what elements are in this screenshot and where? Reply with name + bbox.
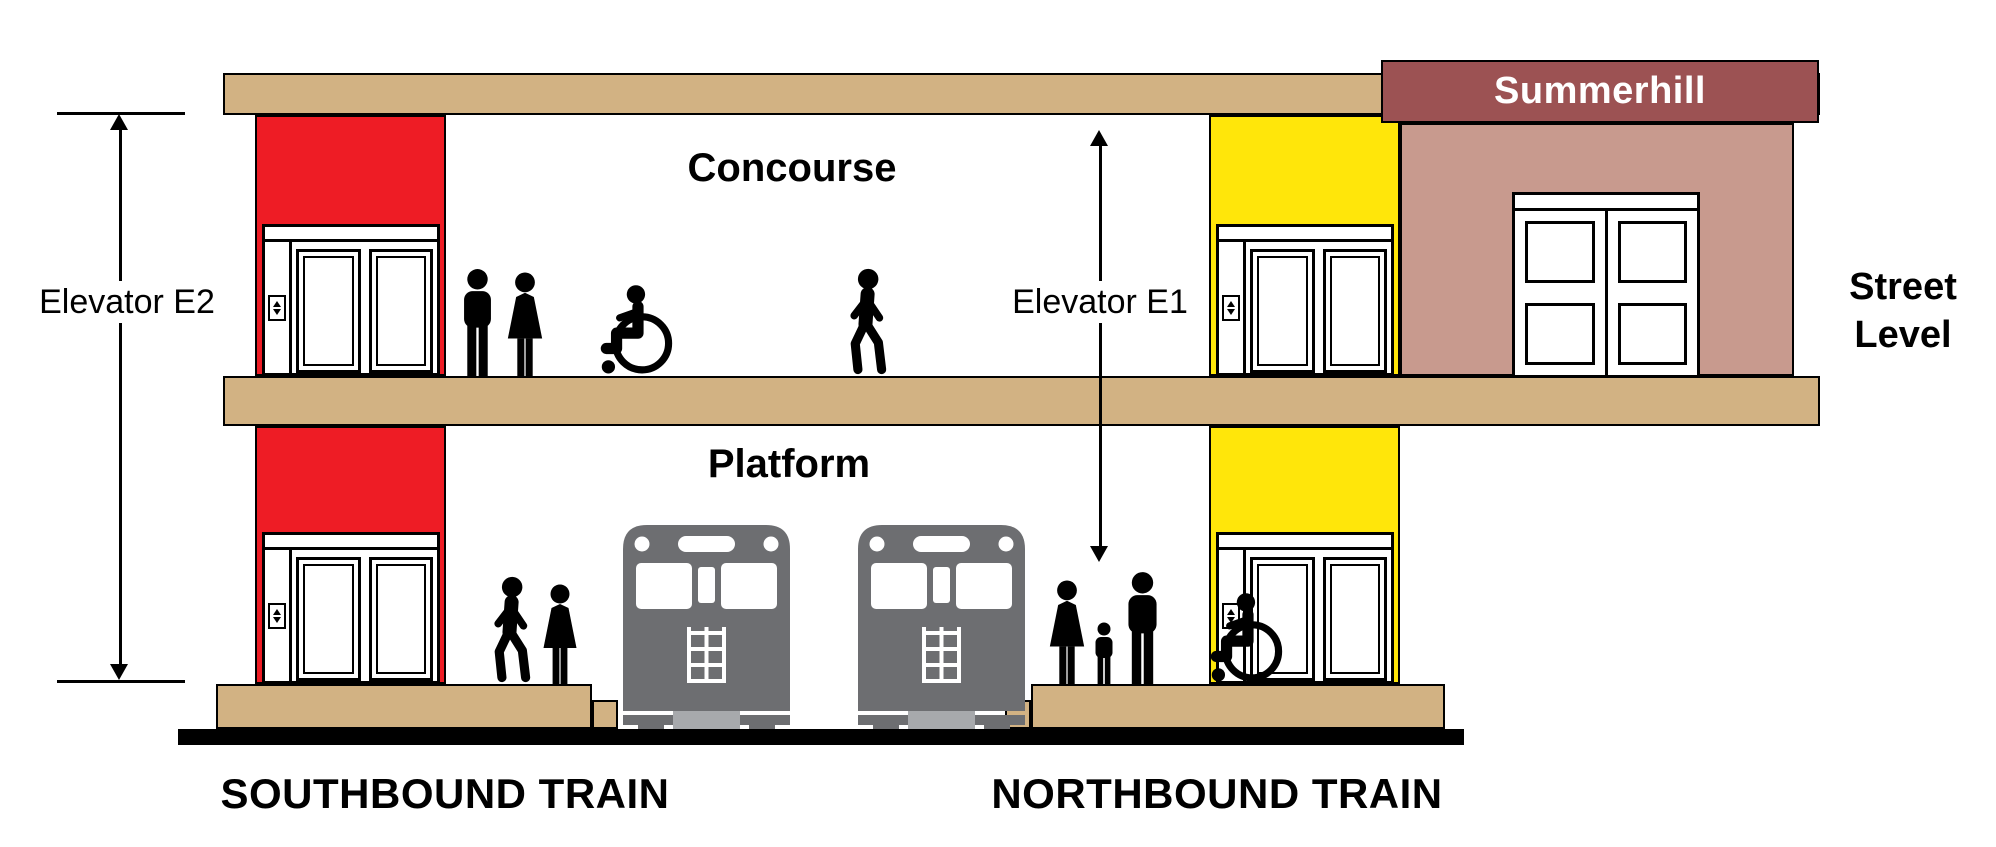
measurement-cap-bottom <box>57 680 185 683</box>
platform-slab-left <box>216 684 592 729</box>
door-lintel <box>1515 195 1697 211</box>
elevator-door-leaf <box>1250 249 1315 373</box>
elevator-door-leaf <box>368 249 433 373</box>
elevator-lintel <box>1219 535 1391 550</box>
platform-edge-step-left <box>592 700 618 729</box>
station-name-label: Summerhill <box>1494 70 1706 112</box>
elevator-lintel <box>265 227 437 242</box>
walking-person-icon <box>482 576 538 684</box>
track-base-line <box>178 729 1464 745</box>
elevator-door-leaf <box>296 249 361 373</box>
elevator-call-buttons-icon <box>1222 294 1240 321</box>
door-pane <box>1525 303 1595 365</box>
door-pane <box>1617 303 1687 365</box>
street-level-label: Street Level <box>1849 266 1957 356</box>
platform-label: Platform <box>707 442 871 486</box>
man-icon <box>1120 570 1165 684</box>
elevator-door-leaf <box>368 557 433 681</box>
woman-icon <box>1044 580 1090 684</box>
southbound-train-icon <box>611 515 802 729</box>
elevator-call-buttons-icon <box>268 602 286 629</box>
elevator-e1-label: Elevator E1 <box>990 281 1210 323</box>
platform-slab-right <box>1031 684 1445 729</box>
walking-person-icon <box>838 268 894 376</box>
station-building <box>1400 123 1794 378</box>
door-pane <box>1525 221 1595 283</box>
elevator-e1-travel-arrow <box>1099 146 1102 546</box>
elevator-lintel <box>1219 227 1391 242</box>
elevator-doors-e2-concourse <box>262 224 440 376</box>
elevator-jamb <box>265 550 292 681</box>
elevator-door-leaf <box>1322 249 1387 373</box>
woman-icon <box>538 584 582 684</box>
door-leaf-right <box>1608 211 1698 375</box>
arrow-up-icon <box>1090 130 1108 146</box>
elevator-doors-e1-concourse <box>1216 224 1394 376</box>
arrow-up-icon <box>110 114 128 130</box>
elevator-doors-e1-platform <box>1216 532 1394 684</box>
wheelchair-icon <box>1198 592 1300 684</box>
elevator-doors-e2-platform <box>262 532 440 684</box>
man-icon <box>456 268 499 376</box>
station-name-banner: Summerhill <box>1381 60 1819 123</box>
elevator-call-buttons-icon <box>268 294 286 321</box>
southbound-train-label: SOUTHBOUND TRAIN <box>220 770 670 817</box>
elevator-jamb <box>1219 242 1246 373</box>
elevator-jamb <box>265 242 292 373</box>
northbound-train-label: NORTHBOUND TRAIN <box>991 770 1443 817</box>
elevator-door-leaf <box>1322 557 1387 681</box>
child-icon <box>1090 622 1118 684</box>
elevator-door-leaf <box>296 557 361 681</box>
elevator-e2-label: Elevator E2 <box>17 281 237 323</box>
concourse-label: Concourse <box>687 146 897 190</box>
door-leaf-left <box>1515 211 1608 375</box>
elevator-e2-travel-arrow <box>119 130 122 664</box>
arrow-down-icon <box>1090 546 1108 562</box>
concourse-floor-slab <box>223 376 1820 426</box>
woman-icon <box>502 272 548 376</box>
measurement-cap-top <box>57 112 185 115</box>
door-pane <box>1617 221 1687 283</box>
wheelchair-icon <box>588 284 690 376</box>
elevator-lintel <box>265 535 437 550</box>
arrow-down-icon <box>110 664 128 680</box>
northbound-train-icon <box>846 515 1037 729</box>
door-leaves <box>1515 211 1697 375</box>
building-entrance-doors <box>1512 192 1700 378</box>
